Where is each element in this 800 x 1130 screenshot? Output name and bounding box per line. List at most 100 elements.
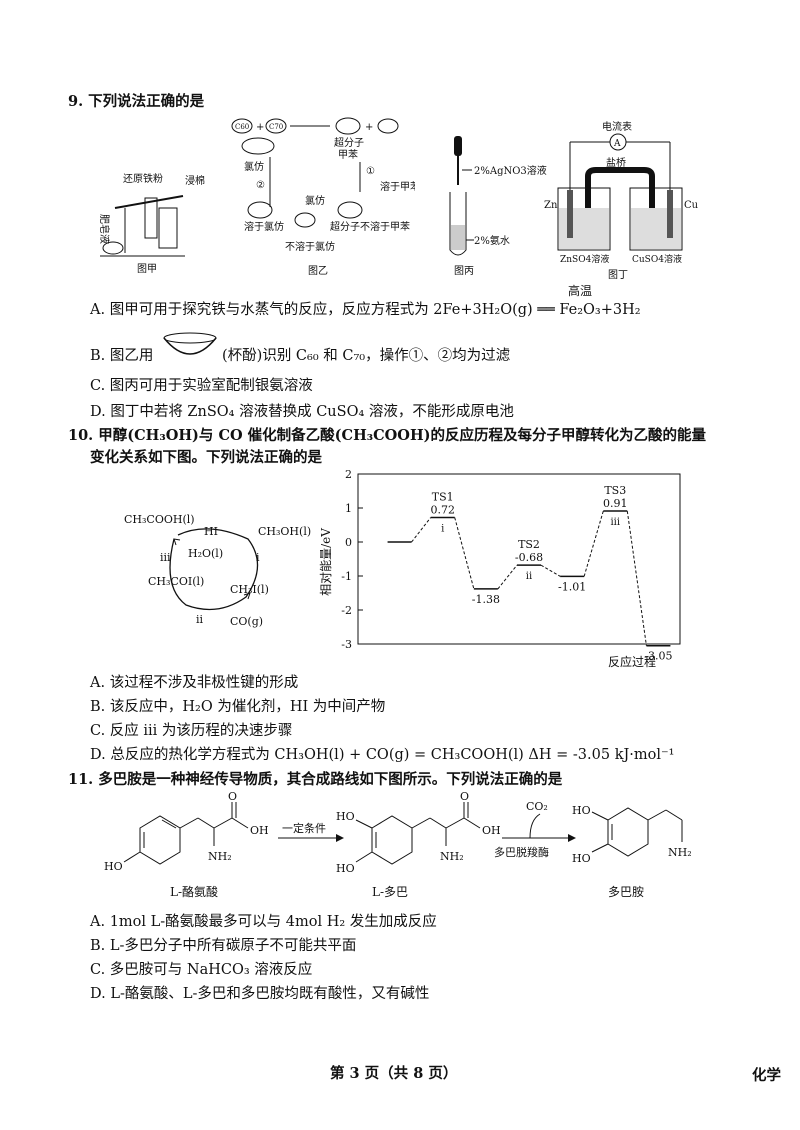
fig-bing: 2%AgNO3溶液 2%氨水 图丙 (449, 136, 547, 277)
tyr-ho: HO (104, 860, 123, 873)
fig-ding: 电流表 A 盐桥 Zn Cu ZnSO4溶液 CuSO4溶液 图丁 (544, 120, 699, 281)
fig-ding-caption: 图丁 (608, 269, 628, 281)
q10-option-a: A. 该过程不涉及非极性键的形成 (90, 675, 299, 691)
y-tick-label: 2 (345, 468, 352, 481)
fig-ding-cuso4: CuSO4溶液 (632, 253, 682, 265)
step-label: ii (526, 571, 532, 582)
y-tick-label: -2 (341, 604, 352, 617)
q11-option-b: B. L-多巴分子中所有碳原子不可能共平面 (90, 938, 357, 954)
ts-label: TS2 (518, 538, 540, 551)
fig-ding-meter: 电流表 (602, 120, 632, 133)
y-tick-label: -1 (341, 570, 352, 583)
y-tick-label: 0 (345, 536, 352, 549)
cycle-water: H₂O(l) (188, 547, 223, 560)
q10-option-c: C. 反应 iii 为该历程的决速步骤 (90, 723, 293, 739)
fig-yi-supramol: 超分子 (334, 136, 364, 149)
fig-yi-caption: 图乙 (308, 265, 328, 277)
cycle-hi: HI (204, 525, 218, 538)
q11-stem: 11. 多巴胺是一种神经传导物质，其合成路线如下图所示。下列说法正确的是 (68, 771, 563, 788)
tyr-oh: OH (250, 824, 269, 837)
q11-option-a: A. 1mol L-酪氨酸最多可以与 4mol H₂ 发生加成反应 (90, 914, 437, 930)
energy-value-label: 0.72 (430, 504, 455, 517)
energy-connector (626, 510, 647, 646)
catalytic-cycle: CH₃COOH(l) HI CH₃OH(l) H₂O(l) iii i CH₃C… (124, 513, 311, 628)
cycle-ch3i: CH₃I(l) (230, 583, 269, 596)
energy-connector (454, 517, 475, 590)
cycle-co: CO(g) (230, 615, 263, 628)
cycle-step-iii: iii (160, 551, 171, 564)
step-label: iii (610, 517, 620, 528)
mol3-name: 多巴胺 (608, 885, 644, 899)
fig-ding-znso4: ZnSO4溶液 (560, 253, 609, 265)
dopamine-ho2: HO (572, 852, 591, 865)
q10-stem-line2: 变化关系如下图。下列说法正确的是 (90, 449, 322, 466)
mol1-name: L-酪氨酸 (170, 884, 218, 899)
fig-yi-toluene: 甲苯 (338, 148, 358, 161)
energy-connector (411, 517, 432, 543)
fig-yi-c70: C70 (269, 123, 283, 131)
step-label: i (441, 524, 444, 535)
cup-phenol-icon (163, 332, 217, 355)
fig-yi-dissolve-chloroform: 溶于氯仿 (244, 220, 284, 233)
dopamine-ho1: HO (572, 804, 591, 817)
fig-yi-dissolve-toluene: 溶于甲苯 (380, 180, 415, 193)
tyr-o: O (228, 790, 237, 803)
fig-jia-label-fe: 还原铁粉 (123, 172, 163, 185)
q9-option-b-pre: B. 图乙用 (90, 348, 154, 364)
chart-frame (357, 473, 681, 645)
y-tick-label: 1 (345, 502, 352, 515)
arrow2-label: 多巴脱羧酶 (494, 845, 549, 859)
energy-value-label: -1.38 (472, 593, 500, 606)
chart-ylabel: 相对能量/eV (319, 528, 333, 596)
svg-text:+: + (365, 122, 373, 133)
svg-text:A: A (613, 139, 621, 149)
cycle-methanol: CH₃OH(l) (258, 525, 311, 538)
subject-label: 化学 (752, 1067, 781, 1084)
fig-bing-ammonia: 2%氨水 (474, 234, 510, 247)
tyr-nh2: NH₂ (208, 850, 232, 863)
q9-option-a: A. 图甲可用于探究铁与水蒸气的反应，反应方程式为 2Fe+3H₂O(g) ══… (90, 302, 641, 318)
dopa-o: O (460, 790, 469, 803)
arrow2-co2: CO₂ (526, 800, 548, 813)
arrow1-label: 一定条件 (282, 821, 326, 835)
dopa-nh2: NH₂ (440, 850, 464, 863)
energy-value-label: -3.05 (644, 650, 672, 663)
cycle-ch3coi: CH₃COI(l) (148, 575, 204, 588)
cycle-acetic: CH₃COOH(l) (124, 513, 195, 526)
fig-yi-step1: ① (366, 166, 375, 177)
fig-jia-label-cotton: 浸棉花 (185, 174, 205, 187)
fig-yi-chloroform1: 氯仿 (244, 160, 264, 173)
q9-option-b-post: (杯酚)识别 C₆₀ 和 C₇₀，操作①、②均为过滤 (222, 348, 511, 364)
fig-yi-step2: ② (256, 180, 265, 191)
fig-bing-agno3: 2%AgNO3溶液 (474, 164, 547, 177)
mol2-name: L-多巴 (372, 885, 408, 899)
fig-ding-cu: Cu (684, 200, 699, 211)
q9-stem: 9. 下列说法正确的是 (68, 93, 205, 110)
cycle-step-ii: ii (196, 613, 204, 626)
dopa-ho2: HO (336, 862, 355, 875)
fig-yi: C60 + C70 + 超分子 甲苯 ① 溶于甲苯 氯仿 ② 溶于氯仿 氯仿 不… (231, 117, 415, 277)
ts-label: TS1 (432, 491, 454, 504)
fig-yi-chloroform2: 氯仿 (305, 194, 325, 207)
fig-jia-caption: 图甲 (137, 263, 157, 275)
energy-chart: 相对能量/eV 反应过程 210-1-2-3 0.72TS1i-1.38-0.6… (319, 468, 681, 669)
fig-ding-zn: Zn (544, 200, 558, 211)
fig-ding-bridge: 盐桥 (606, 156, 626, 169)
energy-connector (583, 510, 604, 577)
fig-yi-c60: C60 (235, 123, 249, 131)
fig-bing-caption: 图丙 (454, 265, 474, 277)
q10-option-b: B. 该反应中，H₂O 为催化剂，HI 为中间产物 (90, 699, 386, 715)
energy-value-label: -0.68 (515, 551, 543, 564)
dopa-oh: OH (482, 824, 501, 837)
fig-yi-insoluble-chloroform: 不溶于氯仿 (285, 240, 335, 253)
fig-jia: 还原铁粉 浸棉花 肥皂液 图甲 (98, 172, 205, 275)
dopa-ho1: HO (336, 810, 355, 823)
q9-option-a-condition: 高温 (568, 284, 593, 298)
cycle-step-i: i (256, 551, 260, 564)
fig-jia-label-soap: 肥皂液 (98, 214, 111, 244)
fig-yi-insoluble-toluene: 超分子不溶于甲苯 (330, 220, 410, 233)
dopamine-nh2: NH₂ (668, 846, 692, 859)
energy-value-label: 0.91 (603, 497, 628, 510)
svg-text:+: + (256, 122, 264, 133)
energy-value-label: -1.01 (558, 580, 586, 593)
